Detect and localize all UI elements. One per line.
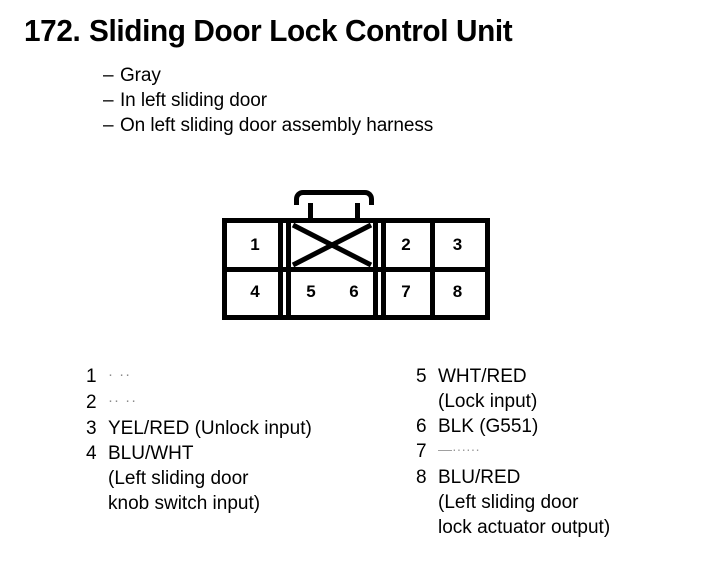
- connector-pin-4: 4: [250, 282, 260, 301]
- pin-legend-number: 8: [416, 467, 427, 488]
- connector-pin-8: 8: [452, 282, 463, 301]
- description-text: On left sliding door assembly harness: [120, 115, 434, 136]
- pin-legend-row-4: 4 BLU/WHT (Left sliding door knob switch …: [86, 441, 312, 516]
- pin-legend-number: 1: [86, 366, 97, 387]
- description-text: Gray: [120, 65, 161, 86]
- pin-legend-number: 2: [86, 392, 97, 413]
- x-cross-icon: [291, 223, 373, 267]
- connector-col-divider-1a: [278, 223, 283, 315]
- pin-legend-right-column: 5 WHT/RED (Lock input) 6 BLK (G551) 7 —····…: [416, 364, 610, 540]
- pin-legend-row-5: 5 WHT/RED (Lock input): [416, 364, 610, 414]
- connector-pin-7: 7: [401, 282, 411, 301]
- latch-neck-shape: [308, 203, 360, 220]
- pin-legend-row-1: 1 · ··: [86, 364, 312, 390]
- pin-legend-continuation: lock actuator output): [438, 517, 611, 538]
- description-item-location: –In left sliding door: [103, 88, 433, 113]
- dash-bullet-icon: –: [103, 90, 114, 111]
- pin-legend-row-6: 6 BLK (G551): [416, 414, 610, 439]
- page-title: 172.Sliding Door Lock Control Unit: [24, 13, 513, 48]
- connector-col-divider-3: [430, 223, 435, 315]
- pin-legend-left-column: 1 · ·· 2 ·· ·· 3 YEL/RED (Unlock input) 4 BL…: [86, 364, 312, 516]
- connector-col-divider-1b: [286, 223, 291, 315]
- pin-legend-description: —······: [438, 441, 480, 457]
- pin-legend-continuation: (Left sliding door: [438, 492, 579, 513]
- connector-pin-1: 1: [250, 235, 260, 254]
- connector-latch-tab: [294, 190, 374, 220]
- pin-legend-continuation: (Lock input): [438, 391, 538, 412]
- connector-diagram: 1 2 3 4 5 6 7 8: [222, 190, 490, 322]
- page-title-number: 172.: [24, 13, 81, 48]
- pin-legend-description: · ··: [108, 366, 132, 383]
- pin-legend-row-8: 8 BLU/RED (Left sliding door lock actuato…: [416, 465, 610, 540]
- pin-legend-description: BLU/RED: [438, 467, 521, 488]
- pin-legend-description: BLU/WHT: [108, 443, 194, 464]
- pin-legend-row-3: 3 YEL/RED (Unlock input): [86, 416, 312, 441]
- connector-pin-2: 2: [401, 235, 411, 254]
- pin-legend-continuation: (Left sliding door: [108, 468, 249, 489]
- connector-col-divider-2a: [373, 223, 378, 315]
- pin-legend-number: 3: [86, 418, 97, 439]
- connector-pin-3: 3: [452, 235, 463, 254]
- connector-row-divider: [227, 267, 485, 272]
- blank-cavity-x-region: [291, 223, 373, 267]
- description-text: In left sliding door: [120, 90, 267, 111]
- pin-legend-description: YEL/RED (Unlock input): [108, 418, 312, 439]
- pin-legend-description: ·· ··: [108, 392, 138, 409]
- pin-legend-description: BLK (G551): [438, 416, 539, 437]
- connector-col-divider-2b: [381, 223, 386, 315]
- description-list: –Gray –In left sliding door –On left sli…: [103, 63, 433, 138]
- latch-top-shape: [294, 190, 374, 205]
- pin-legend-number: 7: [416, 441, 427, 462]
- connector-body: 1 2 3 4 5 6 7 8: [222, 218, 490, 320]
- connector-pin-6: 6: [349, 282, 359, 301]
- pin-legend-number: 5: [416, 366, 427, 387]
- description-item-gray: –Gray: [103, 63, 433, 88]
- pin-legend-description: WHT/RED: [438, 366, 527, 387]
- page-title-name: Sliding Door Lock Control Unit: [89, 13, 513, 48]
- description-item-harness: –On left sliding door assembly harness: [103, 113, 433, 138]
- pin-legend-row-2: 2 ·· ··: [86, 390, 312, 416]
- dash-bullet-icon: –: [103, 65, 114, 86]
- pin-legend-number: 6: [416, 416, 427, 437]
- pin-legend-continuation: knob switch input): [108, 493, 261, 514]
- connector-pin-5: 5: [306, 282, 316, 301]
- pin-legend-row-7: 7 —······: [416, 439, 610, 465]
- pin-legend-number: 4: [86, 443, 97, 464]
- dash-bullet-icon: –: [103, 115, 114, 136]
